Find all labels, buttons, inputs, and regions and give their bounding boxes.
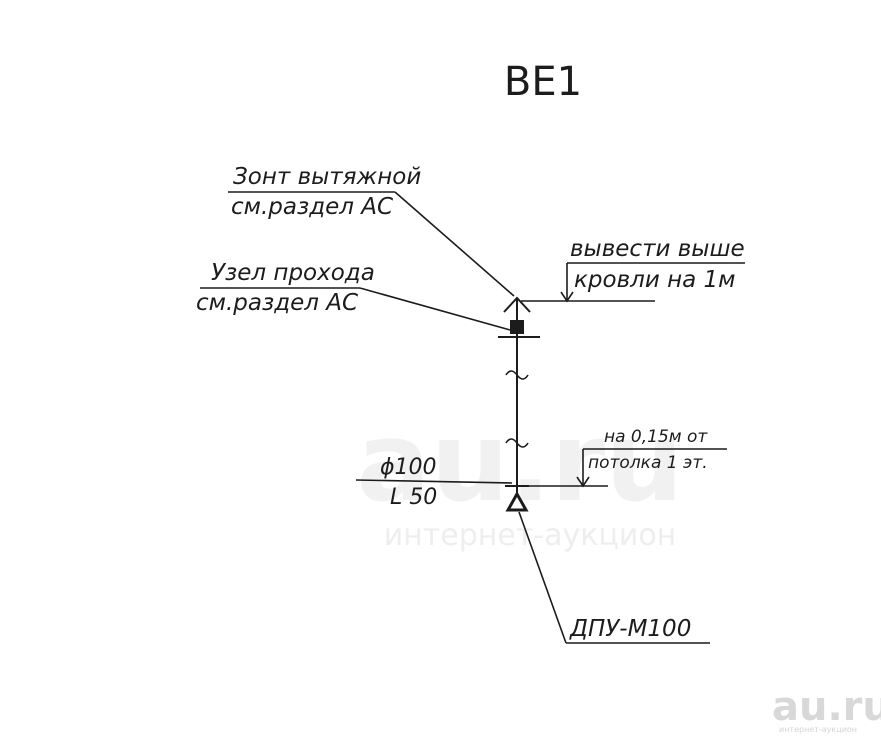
roof-label-line1: вывести выше (570, 236, 745, 262)
valve-triangle-icon (505, 490, 529, 512)
passage-label-line1: Узел прохода (211, 260, 375, 286)
diameter-label: ϕ100 (380, 455, 437, 480)
background-watermark: au.ru интернет-аукцион (357, 398, 684, 553)
passage-node-icon (510, 320, 524, 334)
au-logo: au.ru интернет-аукцион (772, 684, 881, 734)
diameter-leader-line (355, 479, 513, 484)
valve-leader-line (518, 511, 567, 644)
hood-arrow-icon (503, 296, 531, 313)
ceiling-label-line1: на 0,15м от (604, 427, 708, 447)
ceiling-label-line2: потолка 1 эт. (588, 453, 708, 473)
hood-label-line2: см.раздел АС (231, 194, 393, 220)
hood-label-line1: Зонт вытяжной (233, 164, 421, 190)
watermark-center-text: au.ru (357, 398, 684, 526)
watermark-center-subtext: интернет-аукцион (384, 518, 677, 553)
logo-subtext: интернет-аукцион (779, 725, 857, 734)
hood-leader-line (394, 191, 515, 297)
break-mark-lower (505, 438, 529, 448)
length-label: L 50 (390, 485, 437, 510)
roof-label-line2: кровли на 1м (574, 267, 736, 293)
logo-text: au.ru (772, 684, 881, 730)
passage-leader-line (359, 287, 511, 331)
passage-label-line2: см.раздел АС (196, 290, 358, 316)
break-mark-upper (505, 370, 529, 380)
valve-label: ДПУ-М100 (569, 616, 691, 642)
roof-level-arrow-icon (560, 291, 574, 303)
ceiling-level-arrow-icon (576, 476, 590, 488)
diagram-title: ВЕ1 (504, 59, 582, 105)
